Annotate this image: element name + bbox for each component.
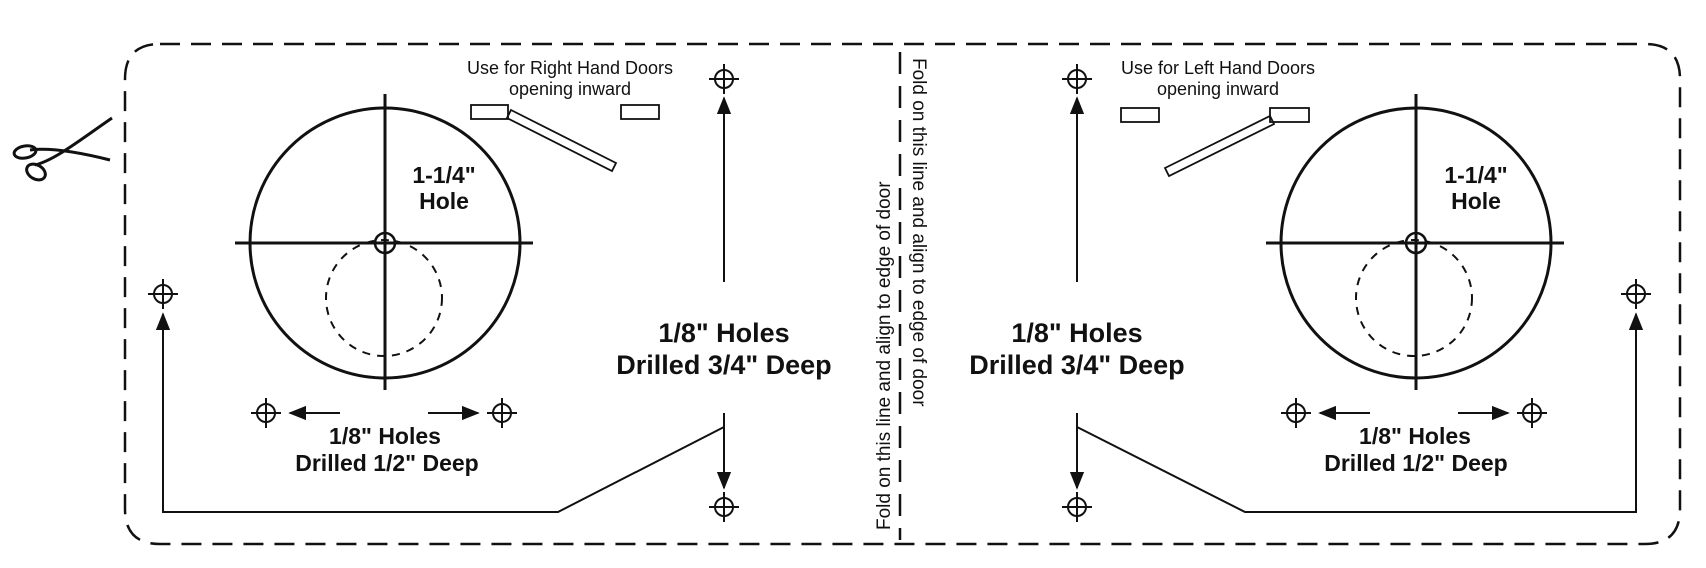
strike-rect-left xyxy=(1120,107,1160,123)
left-bottom-holes-line2: Drilled 1/2" Deep xyxy=(1324,450,1507,476)
crosshair-icon xyxy=(1061,491,1093,523)
fold-instruction-left: Fold on this line and align to edge of d… xyxy=(874,181,895,530)
strike-bar xyxy=(505,108,618,173)
right-hole-size: 1-1/4" xyxy=(412,162,475,188)
fold-instruction-right: Fold on this line and align to edge of d… xyxy=(908,58,929,407)
left-hand-door-panel: Use for Left Hand Doors opening inward 1… xyxy=(969,58,1652,523)
bore-center-icon xyxy=(1404,231,1428,255)
crosshair-icon xyxy=(708,63,740,95)
crosshair-icon xyxy=(1061,63,1093,95)
crosshair-icon xyxy=(1516,397,1548,429)
left-side-holes-line1: 1/8" Holes xyxy=(1011,318,1142,348)
right-usage-line1: Use for Right Hand Doors xyxy=(467,58,673,78)
crosshair-icon xyxy=(1620,278,1652,310)
left-hole-size: 1-1/4" xyxy=(1444,162,1507,188)
leader-line xyxy=(155,312,725,513)
crosshair-icon xyxy=(708,491,740,523)
strike-rect-right xyxy=(620,104,660,120)
right-bottom-holes-line1: 1/8" Holes xyxy=(329,423,441,449)
strike-rect-right xyxy=(1269,107,1310,123)
right-side-holes-line2: Drilled 3/4" Deep xyxy=(616,350,831,380)
right-hole-word: Hole xyxy=(419,188,469,214)
left-usage-line1: Use for Left Hand Doors xyxy=(1121,58,1315,78)
right-usage-line2: opening inward xyxy=(509,79,631,99)
right-hand-door-panel: Use for Right Hand Doors opening inward … xyxy=(147,58,832,523)
left-usage-line2: opening inward xyxy=(1157,79,1279,99)
left-bottom-holes-line1: 1/8" Holes xyxy=(1359,423,1471,449)
crosshair-icon xyxy=(1280,397,1312,429)
crosshair-icon xyxy=(147,278,179,310)
cut-outline xyxy=(123,42,1682,546)
left-side-holes-line2: Drilled 3/4" Deep xyxy=(969,350,1184,380)
crosshair-icon xyxy=(486,397,518,429)
bore-center-icon xyxy=(373,231,397,255)
right-side-holes-line1: 1/8" Holes xyxy=(658,318,789,348)
right-bottom-holes-line2: Drilled 1/2" Deep xyxy=(295,450,478,476)
crosshair-icon xyxy=(250,397,282,429)
strike-bar xyxy=(1163,114,1276,178)
inner-dashed-circle xyxy=(1355,239,1473,357)
scissors-icon xyxy=(12,116,113,182)
leader-line xyxy=(1076,312,1644,513)
left-hole-word: Hole xyxy=(1451,188,1501,214)
strike-rect-left xyxy=(470,104,509,120)
inner-dashed-circle xyxy=(325,239,443,357)
